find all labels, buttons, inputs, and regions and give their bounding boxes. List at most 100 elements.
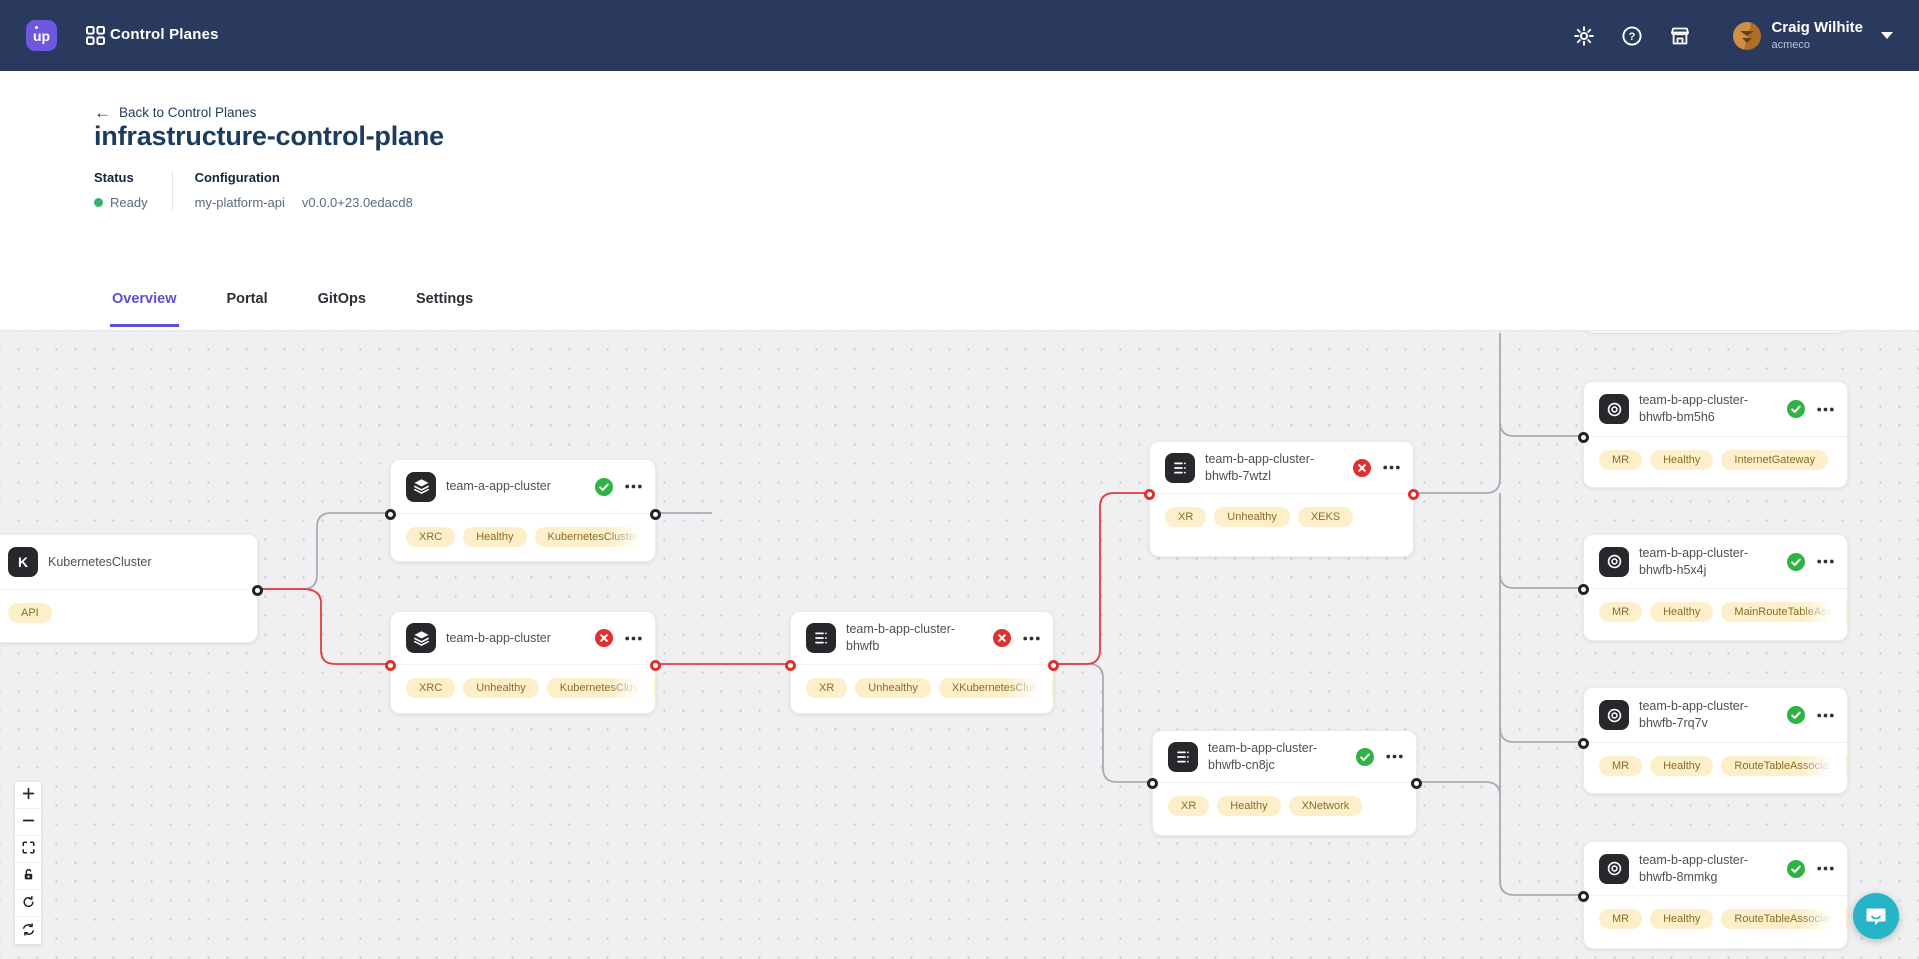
chat-launcher-button[interactable] xyxy=(1853,893,1899,939)
connection-handle-left[interactable] xyxy=(385,508,396,520)
page-section-title: Control Planes xyxy=(110,26,219,43)
connection-handle-right[interactable] xyxy=(650,659,661,671)
resource-pill: XEKS xyxy=(1297,507,1354,527)
node-menu-button[interactable] xyxy=(1815,559,1835,564)
connection-handle-right[interactable] xyxy=(1048,659,1059,671)
resource-pill: XR xyxy=(1168,796,1210,816)
node-header: team-b-app-cluster xyxy=(391,612,655,665)
node-menu-button[interactable] xyxy=(623,484,643,489)
node-title: team-b-app-cluster-bhwfb xyxy=(846,622,956,653)
back-link[interactable]: ← Back to Control Planes xyxy=(94,104,256,121)
graph-node-kubernetescluster[interactable]: K KubernetesCluster API xyxy=(0,534,263,643)
node-header: team-b-app-cluster-bhwfb-h5x4j xyxy=(1584,535,1847,589)
healthy-status-icon xyxy=(595,477,613,496)
connection-handle-left[interactable] xyxy=(1147,777,1158,789)
pill-fade-overlay xyxy=(1006,668,1052,712)
resource-pill: API xyxy=(8,603,52,623)
refresh-graph-button[interactable] xyxy=(15,917,41,944)
tab-portal[interactable]: Portal xyxy=(225,291,270,327)
connection-handle-left[interactable] xyxy=(1578,890,1589,902)
graph-edge xyxy=(1054,492,1149,665)
node-menu-button[interactable] xyxy=(623,636,643,641)
tab-overview[interactable]: Overview xyxy=(110,291,179,327)
connection-handle-right[interactable] xyxy=(252,584,263,596)
resource-graph-canvas[interactable]: K KubernetesCluster API team-a-app-clust… xyxy=(0,330,1919,959)
node-menu-button[interactable] xyxy=(1815,866,1835,871)
node-menu-button[interactable] xyxy=(1815,713,1835,718)
toggle-interactivity-button[interactable] xyxy=(15,863,41,890)
reset-view-button[interactable] xyxy=(15,890,41,917)
resource-pill: Healthy xyxy=(1650,450,1714,470)
graph-edge xyxy=(1417,781,1501,797)
configuration-block: Configuration my-platform-api v0.0.0+23.… xyxy=(171,170,437,210)
connection-handle-left[interactable] xyxy=(1578,431,1589,443)
fit-view-button[interactable] xyxy=(15,836,41,863)
node-header: team-b-app-cluster-bhwfb-bm5h6 xyxy=(1584,382,1847,437)
zoom-out-button[interactable] xyxy=(15,809,41,836)
user-text: Craig Wilhite acmeco xyxy=(1771,20,1863,51)
fit-view-icon xyxy=(21,840,36,858)
node-menu-button[interactable] xyxy=(1815,407,1835,412)
node-menu-button[interactable] xyxy=(1384,754,1404,759)
connection-handle-left[interactable] xyxy=(785,659,796,671)
rows-icon xyxy=(1168,741,1198,772)
settings-gear-icon[interactable] xyxy=(1571,23,1597,49)
canvas-controls xyxy=(14,781,42,945)
top-navbar: up Control Planes xyxy=(0,0,1919,71)
graph-node-partial[interactable] xyxy=(1583,331,1848,333)
tab-settings[interactable]: Settings xyxy=(414,291,475,327)
pill-fade-overlay xyxy=(1800,595,1846,639)
connection-handle-left[interactable] xyxy=(1144,488,1155,500)
connection-handle-right[interactable] xyxy=(650,508,661,520)
node-menu-button[interactable] xyxy=(1021,636,1041,641)
target-icon xyxy=(1599,700,1629,730)
connection-handle-left[interactable] xyxy=(1578,583,1589,595)
graph-edge xyxy=(1499,493,1583,896)
resource-pill: XNetwork xyxy=(1288,796,1363,816)
node-header: team-b-app-cluster-bhwfb-cn8jc xyxy=(1153,731,1416,783)
pill-fade-overlay xyxy=(608,668,654,712)
pill-fade-overlay xyxy=(1800,748,1846,792)
user-menu[interactable]: Craig Wilhite acmeco xyxy=(1733,20,1893,51)
graph-node-team-b-app-cluster-bhwfb-cn8jc[interactable]: team-b-app-cluster-bhwfb-cn8jc XR Healthy… xyxy=(1147,730,1422,836)
node-title: KubernetesCluster xyxy=(48,554,152,569)
connection-handle-left[interactable] xyxy=(1578,737,1589,749)
status-label: Status xyxy=(94,170,134,185)
resource-pill: Healthy xyxy=(463,527,527,547)
navbar-actions: ? Craig Wilhite xyxy=(1571,0,1893,71)
healthy-status-icon xyxy=(1787,552,1805,571)
healthy-status-icon xyxy=(1787,859,1805,878)
node-menu-button[interactable] xyxy=(1381,465,1401,470)
resource-pill: XRC xyxy=(406,678,456,698)
zoom-in-button[interactable] xyxy=(15,782,41,809)
error-status-icon xyxy=(595,629,613,647)
connection-handle-right[interactable] xyxy=(1408,488,1419,500)
marketplace-icon[interactable] xyxy=(1667,23,1693,49)
graph-edge xyxy=(1499,573,1583,589)
tab-gitops[interactable]: GitOps xyxy=(316,291,368,327)
resource-pill: Healthy xyxy=(1650,756,1714,776)
resource-pill: Unhealthy xyxy=(463,678,539,698)
sync-icon xyxy=(21,922,36,940)
resource-pill: MR xyxy=(1599,602,1643,622)
connection-handle-right[interactable] xyxy=(1411,777,1422,789)
connection-handle-left[interactable] xyxy=(385,659,396,671)
node-title: team-b-app-cluster-bhwfb-bm5h6 xyxy=(1639,393,1749,424)
node-title: team-a-app-cluster xyxy=(446,479,551,494)
upbound-logo[interactable]: up xyxy=(26,20,57,51)
help-icon[interactable]: ? xyxy=(1619,23,1645,49)
target-icon xyxy=(1599,853,1629,884)
resource-pill: Healthy xyxy=(1217,796,1281,816)
error-status-icon xyxy=(993,629,1011,647)
plus-icon xyxy=(21,786,36,804)
